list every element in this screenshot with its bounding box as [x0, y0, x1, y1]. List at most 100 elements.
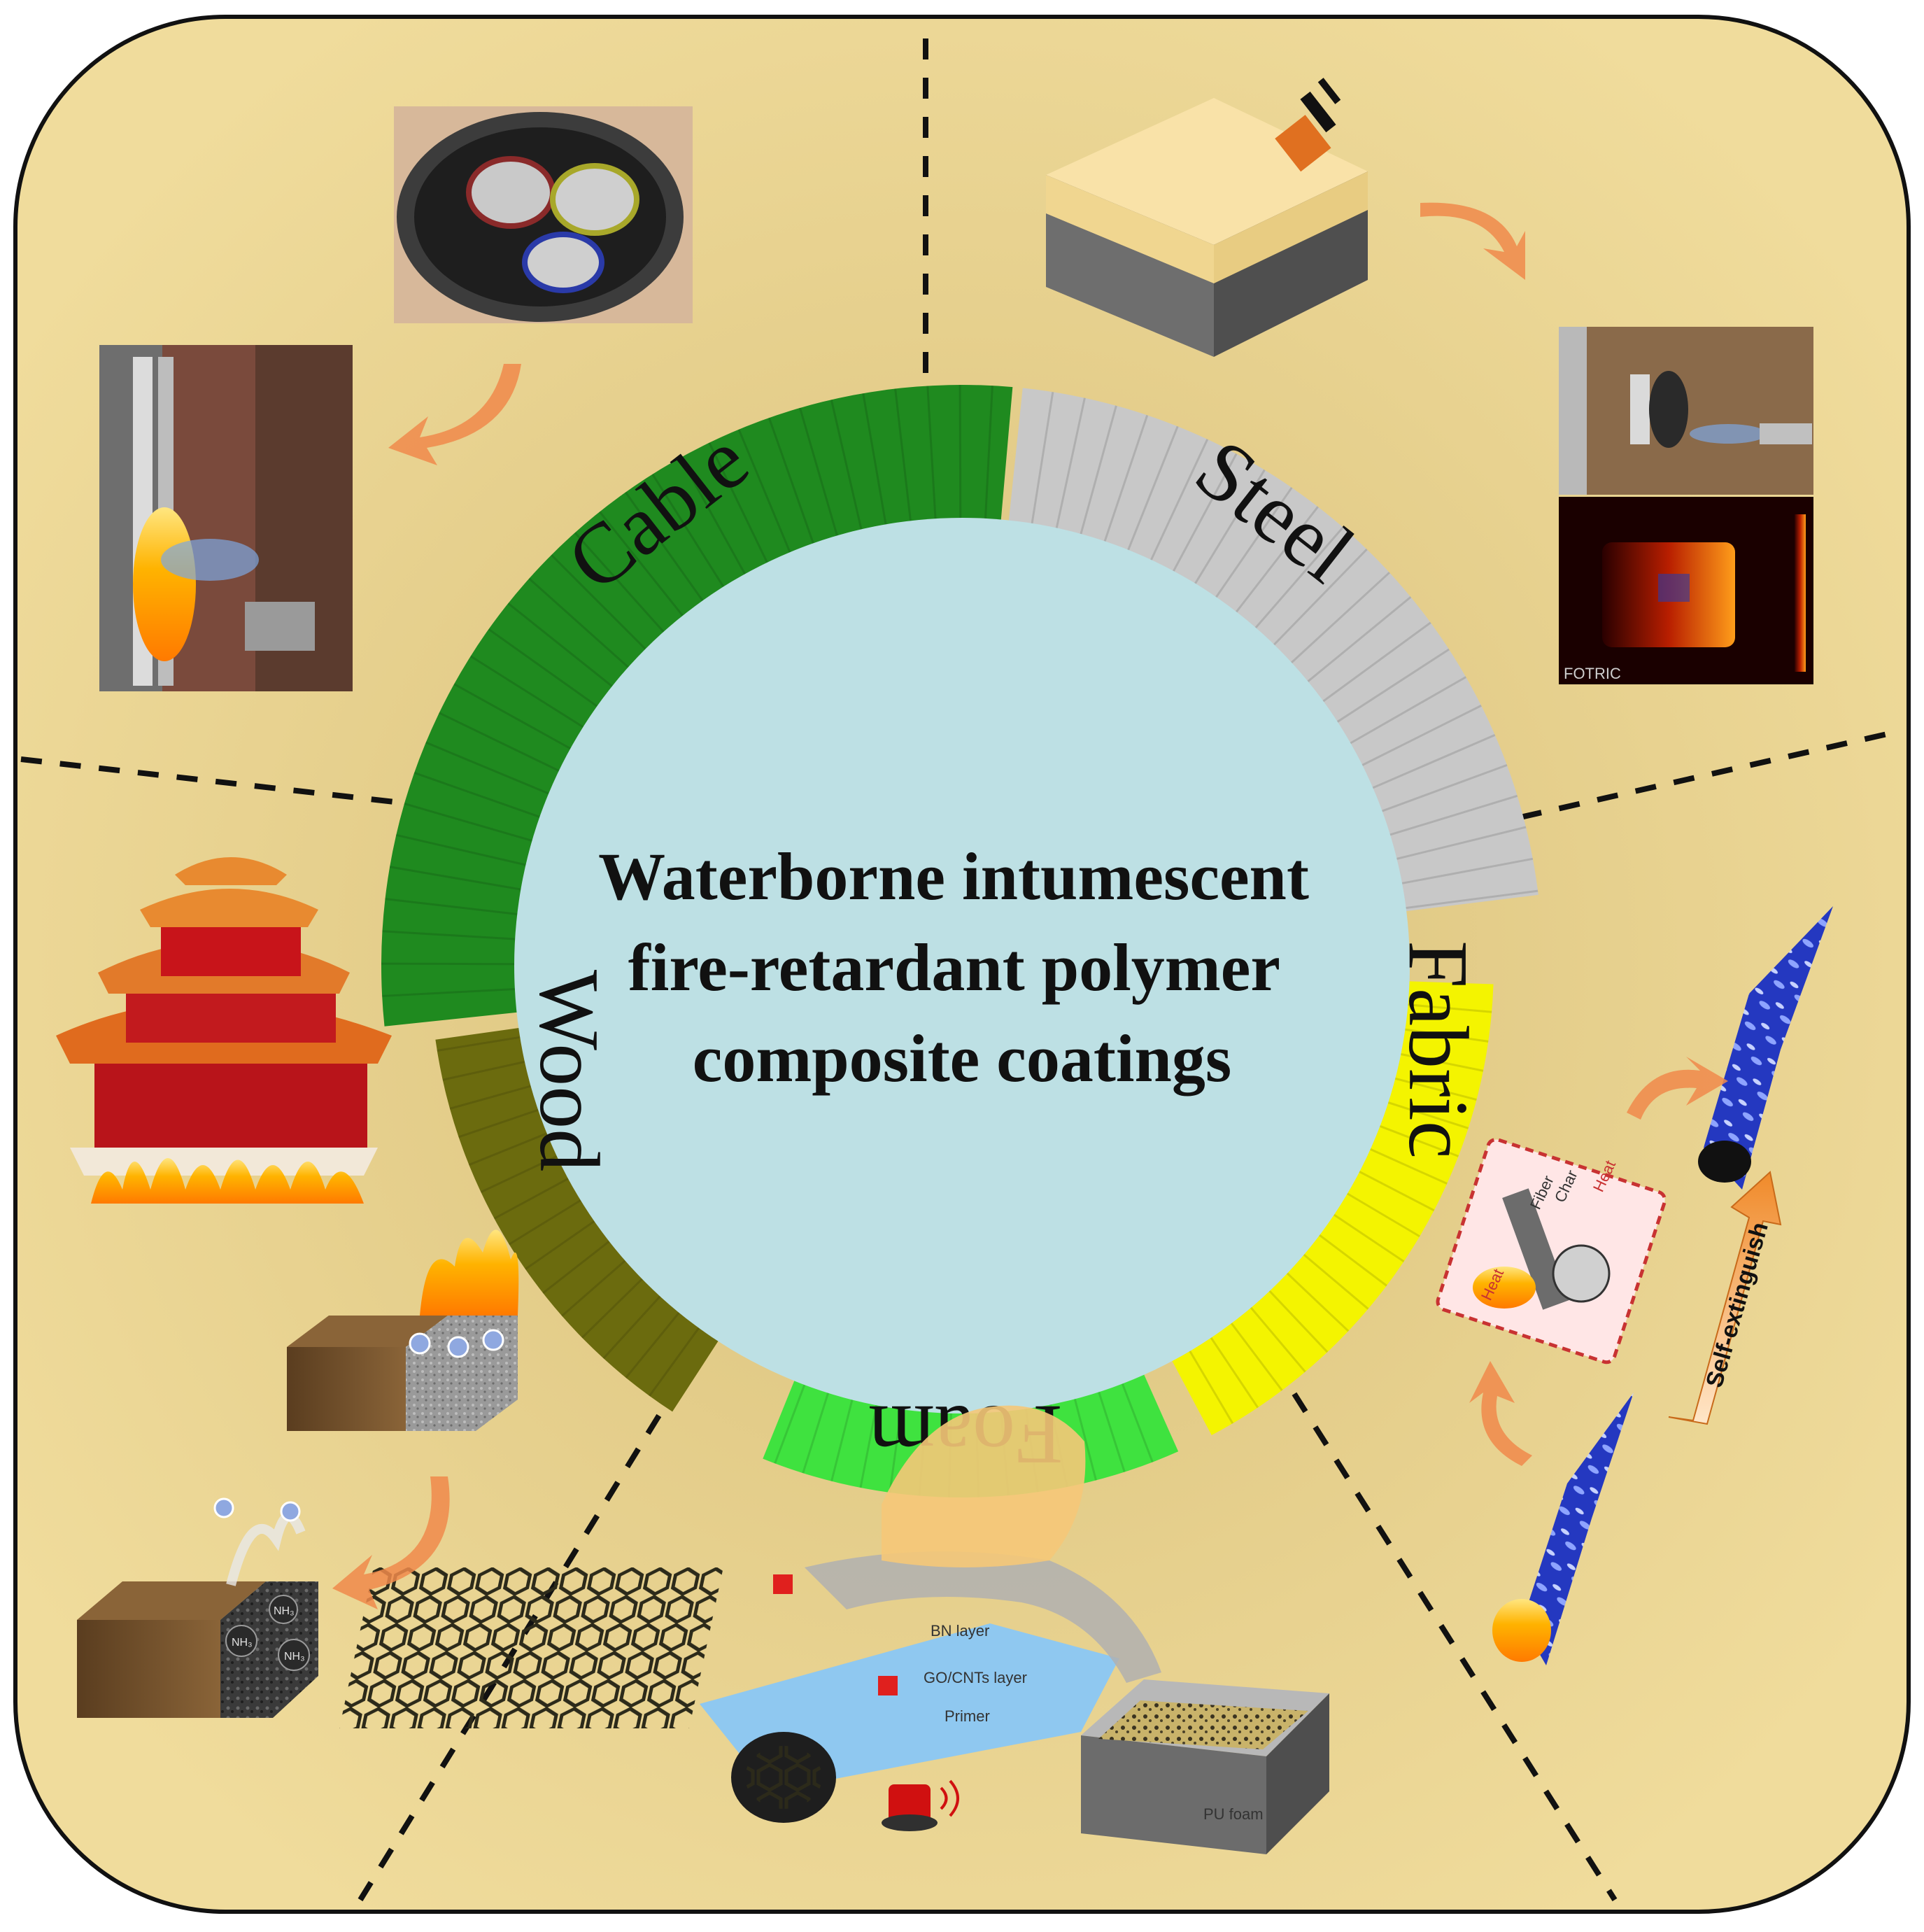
ring-stripe-cable: [395, 833, 540, 869]
cable-cross-section-photo: [394, 106, 693, 323]
wood-ion-label-1: NH₃: [232, 1637, 253, 1649]
mesh-layer: [339, 1567, 723, 1728]
cable-panel: [99, 106, 693, 691]
ring-stripe-cable: [651, 473, 732, 600]
ion-marker: [213, 1497, 234, 1518]
pagoda-flames: [91, 1158, 364, 1204]
ion-marker: [447, 1336, 469, 1358]
ring-stripe-steel: [1368, 763, 1508, 817]
ring-stripe-steel: [1338, 676, 1466, 752]
center-title-line-2: fire-retardant polymer: [628, 930, 1280, 1005]
ring-stripe-steel: [1245, 526, 1344, 640]
ring-segment-wood: [435, 1024, 732, 1412]
ring-stripe-cable: [385, 898, 532, 917]
arrow-fabric-top: [1627, 1057, 1728, 1120]
ring-stripe-cable: [488, 628, 609, 716]
ring-stripe-cable: [389, 866, 535, 893]
divider-bottom-right: [1229, 1292, 1618, 1902]
ring-stripe-steel: [1144, 439, 1209, 573]
cable-fire-test-photo: [99, 345, 353, 691]
bn-layer: [805, 1551, 1161, 1683]
wood-ion-label-2: NH₃: [274, 1605, 295, 1617]
ring-stripe-steel: [1296, 596, 1412, 691]
center-title-line-1: Waterborne intumescent: [598, 839, 1309, 914]
ring-stripe-cable: [926, 386, 938, 533]
ring-stripe-steel: [1052, 397, 1086, 542]
ring-stripe-cable: [624, 491, 712, 613]
ring-stripe-cable: [599, 511, 693, 628]
paint-brush-icon: [1275, 78, 1341, 172]
ring-stripe-steel: [1076, 405, 1117, 548]
ring-stripe-cable: [737, 429, 797, 566]
ring-stripe-cable: [439, 712, 572, 778]
center-title-line-3: composite coatings: [693, 1021, 1232, 1096]
arrow-cable: [388, 364, 521, 465]
ring-stripe-cable: [425, 741, 563, 801]
wood-ion-label-3: NH₃: [284, 1651, 305, 1663]
steel-torch-photo: [1559, 327, 1813, 495]
ring-stripe-cable: [382, 930, 530, 941]
pagoda-illustration: [56, 857, 392, 1176]
foam-layer-bn: BN layer: [931, 1622, 989, 1640]
fabric-panel: Fiber Char Heat Heat Self-extinguish: [1436, 906, 1833, 1665]
ring-stripe-cable: [469, 655, 596, 735]
ring-stripe-cable: [708, 442, 774, 576]
foam-layer-primer: Primer: [945, 1707, 990, 1725]
ring-stripe-cable: [830, 399, 865, 544]
segment-label-fabric: Fabric: [1391, 940, 1485, 1159]
ring-stripe-cable: [983, 386, 993, 533]
foam-layer-go-cnts: GO/CNTs layer: [924, 1669, 1027, 1686]
fire-plume: [882, 1405, 1086, 1567]
arrow-steel: [1420, 202, 1525, 280]
ring-stripe-cable: [959, 384, 962, 533]
foam-layer-pu: PU foam: [1203, 1805, 1264, 1823]
center-title: Waterborne intumescent fire-retardant po…: [598, 839, 1326, 1096]
fabric-burning-swatch: [1492, 1392, 1634, 1665]
ring-stripe-cable: [528, 577, 639, 677]
ring-stripe-cable: [574, 532, 674, 643]
ion-marker: [280, 1501, 301, 1522]
ring-stripe-cable: [507, 602, 624, 696]
electrode-marker: [878, 1676, 898, 1695]
ring-stripe-steel: [1349, 705, 1482, 773]
ring-stripe-cable: [404, 802, 546, 846]
ring-stripe-steel: [1376, 794, 1518, 840]
ring-stripe-steel: [1264, 548, 1368, 656]
ring-stripe-cable: [382, 987, 529, 997]
thermal-brand-label: FOTRIC: [1564, 665, 1621, 682]
ring-stripe-steel: [1099, 414, 1149, 555]
steel-panel: FOTRIC: [1046, 78, 1813, 684]
ion-marker: [409, 1332, 431, 1355]
ring-stripe-steel: [1280, 572, 1390, 673]
cnt-roll: [731, 1732, 836, 1823]
steel-thermal-image: FOTRIC: [1559, 497, 1813, 684]
ion-marker: [482, 1329, 504, 1351]
ring-stripe-steel: [1226, 506, 1319, 624]
ring-stripe-steel: [1311, 621, 1431, 711]
foam-panel: BN layer GO/CNTs layer Primer PU foam: [339, 1405, 1329, 1854]
ring-stripe-cable: [413, 771, 553, 823]
ring-stripe-steel: [1122, 425, 1179, 563]
arrow-wood: [332, 1476, 450, 1609]
center-circle: [514, 518, 1410, 1413]
electrode-marker-2: [773, 1574, 793, 1594]
ring-stripe-steel: [1392, 889, 1539, 911]
arrow-fabric-bottom: [1469, 1361, 1532, 1466]
ring-stripe-steel: [1359, 733, 1496, 795]
wood-charred-block: NH₃ NH₃ NH₃: [77, 1497, 318, 1718]
wood-panel: NH₃ NH₃ NH₃: [56, 857, 519, 1718]
ring-stripe-steel: [1388, 857, 1534, 887]
ring-stripe-cable: [894, 388, 914, 535]
ring-stripe-steel: [1382, 826, 1527, 863]
fabric-burned-swatch: [1698, 906, 1833, 1190]
ring-stripe-steel: [1166, 453, 1238, 584]
segment-label-wood: Wood: [522, 970, 616, 1171]
ring-stripe-cable: [798, 407, 842, 550]
fabric-mechanism-card: Fiber Char Heat Heat: [1436, 1138, 1667, 1365]
ring-stripe-steel: [1325, 648, 1450, 731]
ring-stripe-cable: [453, 683, 583, 756]
ring-stripe-cable: [768, 417, 819, 557]
ring-stripe-cable: [679, 457, 753, 587]
ring-stripe-cable: [551, 554, 656, 660]
